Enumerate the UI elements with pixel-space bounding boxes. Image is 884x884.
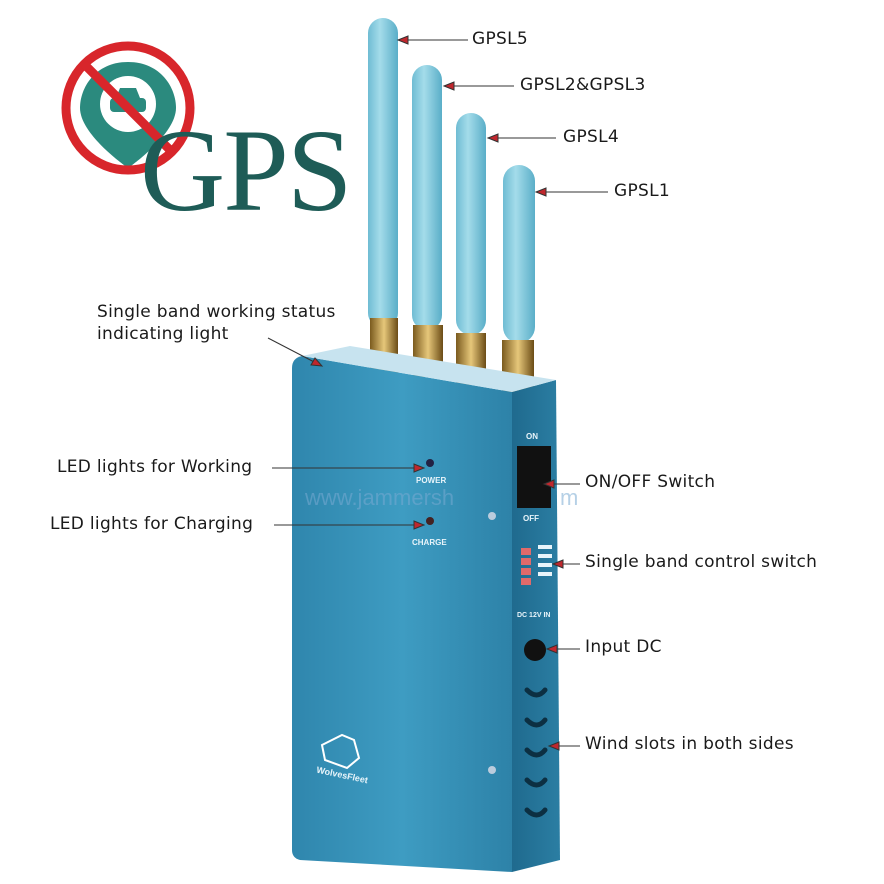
label-wind-slots: Wind slots in both sides [585, 734, 794, 754]
on-label: ON [526, 432, 538, 441]
label-gpsl5: GPSL5 [472, 29, 529, 49]
dc-label: DC 12V IN [517, 612, 551, 619]
off-label: OFF [523, 514, 539, 523]
leader-lines [267, 35, 608, 751]
device-body [292, 346, 560, 872]
watermark-end: m [560, 485, 579, 510]
watermark: www.jammersh [305, 485, 455, 510]
band-switches [521, 545, 552, 585]
label-input-dc: Input DC [585, 637, 662, 657]
antennas [368, 18, 535, 392]
wolf-logo [320, 733, 361, 770]
label-gpsl2-gpsl3: GPSL2&GPSL3 [520, 75, 646, 95]
gps-logo-text: GPS [140, 105, 352, 236]
label-status-light-1: Single band working status [97, 302, 336, 322]
wind-slots [524, 687, 548, 818]
charge-label: CHARGE [412, 538, 447, 547]
power-label: POWER [416, 476, 447, 485]
label-led-charging: LED lights for Charging [50, 514, 254, 534]
label-led-working: LED lights for Working [57, 457, 253, 477]
label-status-light-2: indicating light [97, 324, 229, 344]
label-band-switch: Single band control switch [585, 552, 818, 572]
label-on-off-switch: ON/OFF Switch [585, 472, 716, 492]
label-gpsl4: GPSL4 [563, 127, 620, 147]
label-gpsl1: GPSL1 [614, 181, 671, 201]
no-car-gps-pin-icon [61, 41, 195, 175]
